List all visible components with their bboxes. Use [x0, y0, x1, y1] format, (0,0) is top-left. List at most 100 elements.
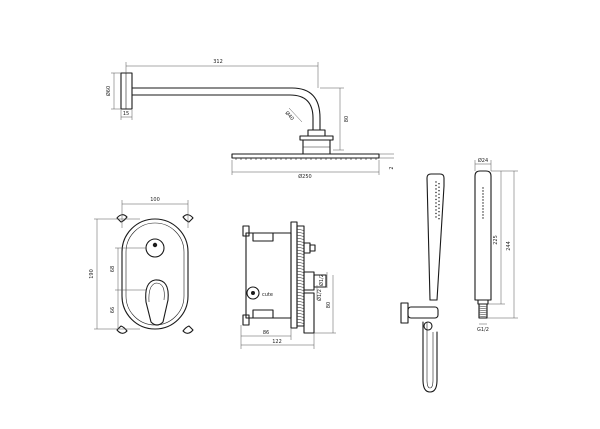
front-spray-hole: [482, 202, 484, 204]
spray-hole: [435, 195, 437, 197]
spray-hole: [438, 218, 440, 220]
head-plate: [231, 153, 380, 159]
front-spray-hole: [482, 196, 484, 198]
hand-shower-side: [400, 173, 445, 393]
valve-thread-line: [296, 294, 305, 297]
front-thread-line: [478, 309, 488, 312]
plate-tab-bottom-right: [182, 325, 194, 334]
spray-hole: [438, 186, 440, 188]
valve-thread-line: [296, 318, 305, 321]
hose-outer: [422, 321, 438, 393]
plate-inner-outline: [125, 222, 185, 326]
front-spray-hole: [482, 205, 484, 207]
dim-label-head: Ø250: [298, 173, 311, 180]
valve-thread-line: [296, 291, 305, 294]
dim-label-pipe: Ø40: [284, 110, 296, 122]
valve-thread-line: [296, 267, 305, 270]
valve-body: [245, 232, 292, 319]
diverter-indicator: [152, 242, 158, 248]
valve-thread-line: [296, 309, 305, 312]
valve-thread-line: [296, 228, 305, 231]
dim-label-66: 66: [110, 307, 116, 313]
valve-box: cute Ø1/2 Ø1/2 80 86 122: [240, 221, 336, 349]
valve-thread-line: [296, 255, 305, 258]
front-spray-hole: [482, 211, 484, 213]
valve-thread-line: [296, 321, 305, 324]
dim-label-100: 100: [150, 197, 160, 203]
dim-label-190: 190: [89, 269, 95, 279]
valve-thread-line: [296, 312, 305, 315]
arm-nut-top: [299, 135, 334, 141]
valve-bracket-bottom: [242, 314, 250, 326]
valve-mount-plate: [290, 221, 298, 329]
front-spray-hole: [482, 193, 484, 195]
plate-tab-bottom-left: [116, 325, 128, 334]
dim-label-122: 122: [272, 339, 282, 345]
wall-flange: [120, 72, 133, 110]
hand-shower-front-outline: [474, 170, 492, 301]
valve-thread-line: [296, 270, 305, 273]
holder-body: [407, 306, 439, 319]
spray-hole: [438, 211, 440, 213]
valve-cartridge: [303, 271, 315, 291]
hose-inner: [426, 322, 434, 389]
valve-bracket-top: [242, 225, 250, 237]
hand-shower-head-outline: [426, 173, 445, 301]
valve-thread-line: [296, 288, 305, 291]
dim-label-port-a: Ø1/2: [318, 274, 325, 286]
spray-hole: [438, 200, 440, 202]
valve-thread-line: [296, 252, 305, 255]
valve-thread-line: [296, 282, 305, 285]
valve-thread-line: [296, 279, 305, 282]
hand-shower-front-holes: [482, 187, 484, 219]
dim-label-flange: Ø60: [105, 86, 112, 96]
valve-thread-line: [296, 240, 305, 243]
hand-shower-front-collar: [477, 299, 489, 305]
front-spray-hole: [482, 187, 484, 189]
spray-hole: [435, 205, 437, 208]
arm-inner-line: [131, 94, 314, 131]
hand-shower-front-thread-lines: [478, 305, 488, 318]
valve-cap-bottom: [252, 309, 274, 319]
spray-hole: [438, 204, 440, 206]
diverter-knob: [145, 238, 165, 258]
spray-hole: [435, 212, 437, 215]
valve-thread-line: [296, 300, 305, 303]
dim-leader-pipe: [288, 107, 303, 123]
valve-thread-line: [296, 234, 305, 237]
valve-thread-line: [296, 303, 305, 306]
dim-label-225: 225: [493, 235, 499, 245]
spray-hole: [435, 188, 437, 190]
arm-outer-line: [131, 87, 321, 131]
valve-thread-line: [296, 231, 305, 234]
hand-shower-spray-holes: [435, 181, 440, 220]
valve-thread-line: [296, 276, 305, 279]
valve-threads: [296, 228, 305, 324]
front-spray-hole: [482, 199, 484, 201]
wall-plate: 100 190 68 66: [89, 197, 194, 334]
mixer-lever: [145, 279, 169, 326]
dim-label-valve-80: 80: [326, 302, 332, 308]
spray-hole: [438, 193, 440, 195]
holder-wall-flange: [400, 302, 409, 324]
dim-label-thread: G1/2: [477, 327, 489, 333]
valve-thread-line: [296, 243, 305, 246]
spray-hole: [435, 181, 437, 183]
spray-hole: [438, 207, 440, 209]
valve-thread-line: [296, 237, 305, 240]
front-thread-line: [478, 311, 488, 314]
valve-handle-stub: [303, 292, 315, 334]
shower-head: Ø250 2: [231, 153, 395, 180]
mixer-lever-inner: [148, 282, 165, 303]
arm-connector: [307, 129, 326, 137]
valve-outlet-end: [309, 244, 316, 252]
spray-hole: [435, 202, 437, 204]
valve-thread-line: [296, 315, 305, 318]
valve-thread-line: [296, 297, 305, 300]
valve-thread-line: [296, 285, 305, 288]
front-thread-line: [478, 307, 488, 310]
dim-label-86: 86: [263, 330, 269, 336]
valve-cap-top: [252, 232, 274, 242]
valve-port-center: [251, 291, 255, 295]
